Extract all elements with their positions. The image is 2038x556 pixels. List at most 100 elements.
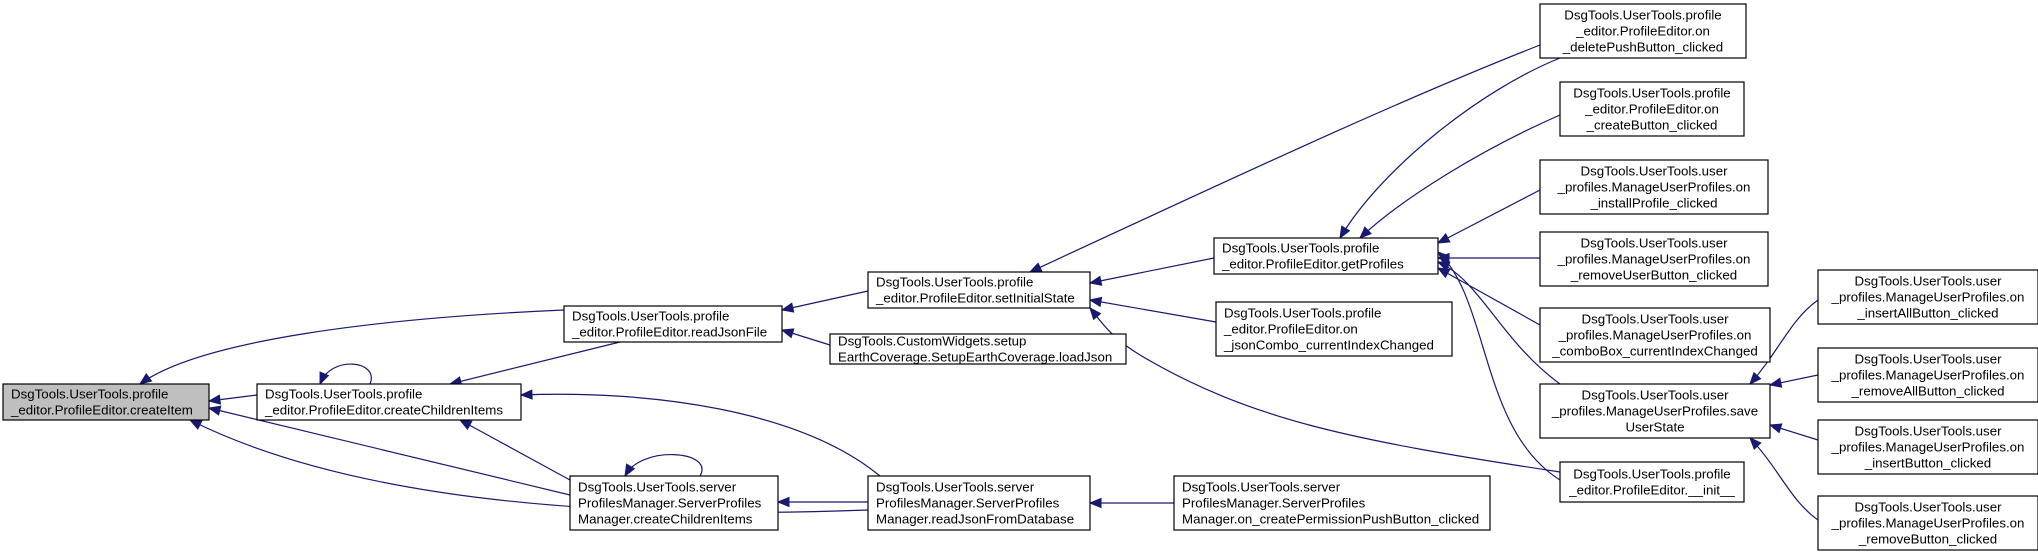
edge-line [1089, 257, 1215, 284]
node-box[interactable] [569, 475, 779, 531]
edge-n10-to-n7 [1339, 57, 1561, 240]
node-box[interactable] [1559, 461, 1745, 503]
node-box[interactable] [1539, 307, 1771, 363]
edge-n8-to-n5 [1088, 296, 1217, 323]
edge-line [1437, 189, 1541, 244]
node-label-line: _insertButton_clicked [1864, 456, 1991, 471]
edge-line [1089, 299, 1217, 323]
edge-n2-to-n2 [319, 363, 372, 386]
node-label-line: Manager.readJsonFromDatabase [876, 512, 1074, 527]
node-label-line: _removeAllButton_clicked [1851, 384, 2005, 399]
node-box[interactable] [867, 475, 1091, 531]
node-label-line: _removeUserButton_clicked [1570, 268, 1737, 283]
edge-line [520, 393, 881, 477]
node-box[interactable] [1539, 159, 1769, 215]
node-box[interactable] [1215, 301, 1453, 357]
arrowhead-icon [1436, 267, 1451, 279]
node-label-line: DsgTools.UserTools.user [1854, 424, 2002, 439]
node-n0[interactable]: DsgTools.UserTools.profile_editor.Profil… [2, 383, 210, 421]
node-box[interactable] [1559, 81, 1745, 137]
node-label-line: _profiles.ManageUserProfiles.on [1557, 180, 1751, 195]
node-n15[interactable]: DsgTools.UserTools.user_profiles.ManageU… [1539, 383, 1771, 439]
node-label-line: _jsonCombo_currentIndexChanged [1223, 338, 1434, 353]
node-label-line: _editor.ProfileEditor.__init__ [1568, 483, 1735, 498]
arrowhead-icon [138, 372, 153, 385]
node-label-line: DsgTools.UserTools.profile [572, 309, 729, 324]
node-label-line: _editor.ProfileEditor.setInitialState [875, 291, 1075, 306]
node-label-line: DsgTools.UserTools.user [1580, 236, 1728, 251]
edge-line [624, 454, 703, 477]
edge-n7-to-n5 [1088, 257, 1215, 286]
node-box[interactable] [256, 383, 522, 421]
node-box[interactable] [1817, 347, 2038, 403]
edge-line [208, 407, 571, 496]
node-label-line: _profiles.ManageUserProfiles.save [1551, 404, 1758, 419]
edge-n13-to-n7 [1436, 252, 1540, 264]
arrowhead-icon [1749, 437, 1762, 450]
arrowhead-icon [207, 405, 222, 416]
node-n9[interactable]: DsgTools.UserTools.serverProfilesManager… [1173, 475, 1491, 531]
arrowhead-icon [1437, 251, 1451, 264]
node-label-line: _profiles.ManageUserProfiles.on [1557, 252, 1751, 267]
node-n16[interactable]: DsgTools.UserTools.profile_editor.Profil… [1559, 461, 1745, 503]
edge-n16-to-n7 [1437, 251, 1561, 481]
node-n12[interactable]: DsgTools.UserTools.user_profiles.ManageU… [1539, 159, 1769, 215]
node-n20[interactable]: DsgTools.UserTools.user_profiles.ManageU… [1817, 495, 2038, 551]
node-n3[interactable]: DsgTools.UserTools.serverProfilesManager… [569, 475, 779, 531]
node-box[interactable] [1817, 495, 2038, 551]
edge-n11-to-n7 [1359, 114, 1561, 239]
node-n11[interactable]: DsgTools.UserTools.profile_editor.Profil… [1559, 81, 1745, 137]
arrowhead-icon [519, 389, 533, 400]
node-box[interactable] [1539, 231, 1769, 287]
node-label-line: DsgTools.UserTools.server [578, 480, 737, 495]
node-label-line: Manager.createChildrenItems [578, 512, 753, 527]
edge-line [459, 419, 571, 481]
node-label-line: _editor.ProfileEditor.on [1584, 102, 1719, 117]
arrowhead-icon [1089, 306, 1102, 321]
node-box[interactable] [829, 333, 1127, 365]
node-label-line: DsgTools.UserTools.profile [11, 387, 168, 402]
edge-line [1437, 261, 1561, 385]
node-label-line: DsgTools.UserTools.profile [265, 387, 422, 402]
node-n6[interactable]: DsgTools.CustomWidgets.setupEarthCoverag… [829, 333, 1127, 365]
node-label-line: _profiles.ManageUserProfiles.on [1831, 516, 2025, 531]
node-label-line: _createButton_clicked [1586, 118, 1718, 133]
node-label-line: ProfilesManager.ServerProfiles [876, 496, 1060, 511]
node-n17[interactable]: DsgTools.UserTools.user_profiles.ManageU… [1817, 269, 2038, 325]
node-box[interactable] [563, 305, 783, 343]
node-layer: DsgTools.UserTools.profile_editor.Profil… [2, 3, 2038, 551]
node-n13[interactable]: DsgTools.UserTools.user_profiles.ManageU… [1539, 231, 1769, 287]
node-n8[interactable]: DsgTools.UserTools.profile_editor.Profil… [1215, 301, 1453, 357]
edge-layer [138, 44, 1819, 521]
edge-n16-to-n5 [1089, 306, 1561, 473]
node-label-line: DsgTools.UserTools.user [1580, 164, 1728, 179]
node-box[interactable] [1173, 475, 1491, 531]
node-n7[interactable]: DsgTools.UserTools.profile_editor.Profil… [1213, 237, 1439, 275]
node-n18[interactable]: DsgTools.UserTools.user_profiles.ManageU… [1817, 347, 2038, 403]
node-n2[interactable]: DsgTools.UserTools.profile_editor.Profil… [256, 383, 522, 421]
edge-n18-to-n15 [1768, 374, 1819, 388]
edge-n4-to-n3 [776, 496, 868, 508]
node-label-line: ProfilesManager.ServerProfiles [1182, 496, 1366, 511]
node-box[interactable] [2, 383, 210, 421]
node-box[interactable] [867, 271, 1091, 309]
edge-line [1029, 44, 1541, 273]
node-n14[interactable]: DsgTools.UserTools.user_profiles.ManageU… [1539, 307, 1771, 363]
node-n4[interactable]: DsgTools.UserTools.serverProfilesManager… [867, 475, 1091, 531]
node-box[interactable] [1213, 237, 1439, 275]
node-box[interactable] [1539, 383, 1771, 439]
edge-line [1749, 437, 1819, 521]
node-n19[interactable]: DsgTools.UserTools.user_profiles.ManageU… [1817, 419, 2038, 475]
node-box[interactable] [1817, 269, 2038, 325]
edge-n6-to-n1 [780, 328, 831, 346]
node-n5[interactable]: DsgTools.UserTools.profile_editor.Profil… [867, 271, 1091, 309]
edge-line [1359, 114, 1561, 239]
node-n10[interactable]: DsgTools.UserTools.profile_editor.Profil… [1539, 3, 1747, 59]
arrowhead-icon [1088, 275, 1103, 286]
arrowhead-icon [1768, 377, 1783, 388]
node-label-line: _editor.ProfileEditor.createChildrenItem… [264, 403, 503, 418]
node-box[interactable] [1817, 419, 2038, 475]
node-box[interactable] [1539, 3, 1747, 59]
node-n1[interactable]: DsgTools.UserTools.profile_editor.Profil… [563, 305, 783, 343]
